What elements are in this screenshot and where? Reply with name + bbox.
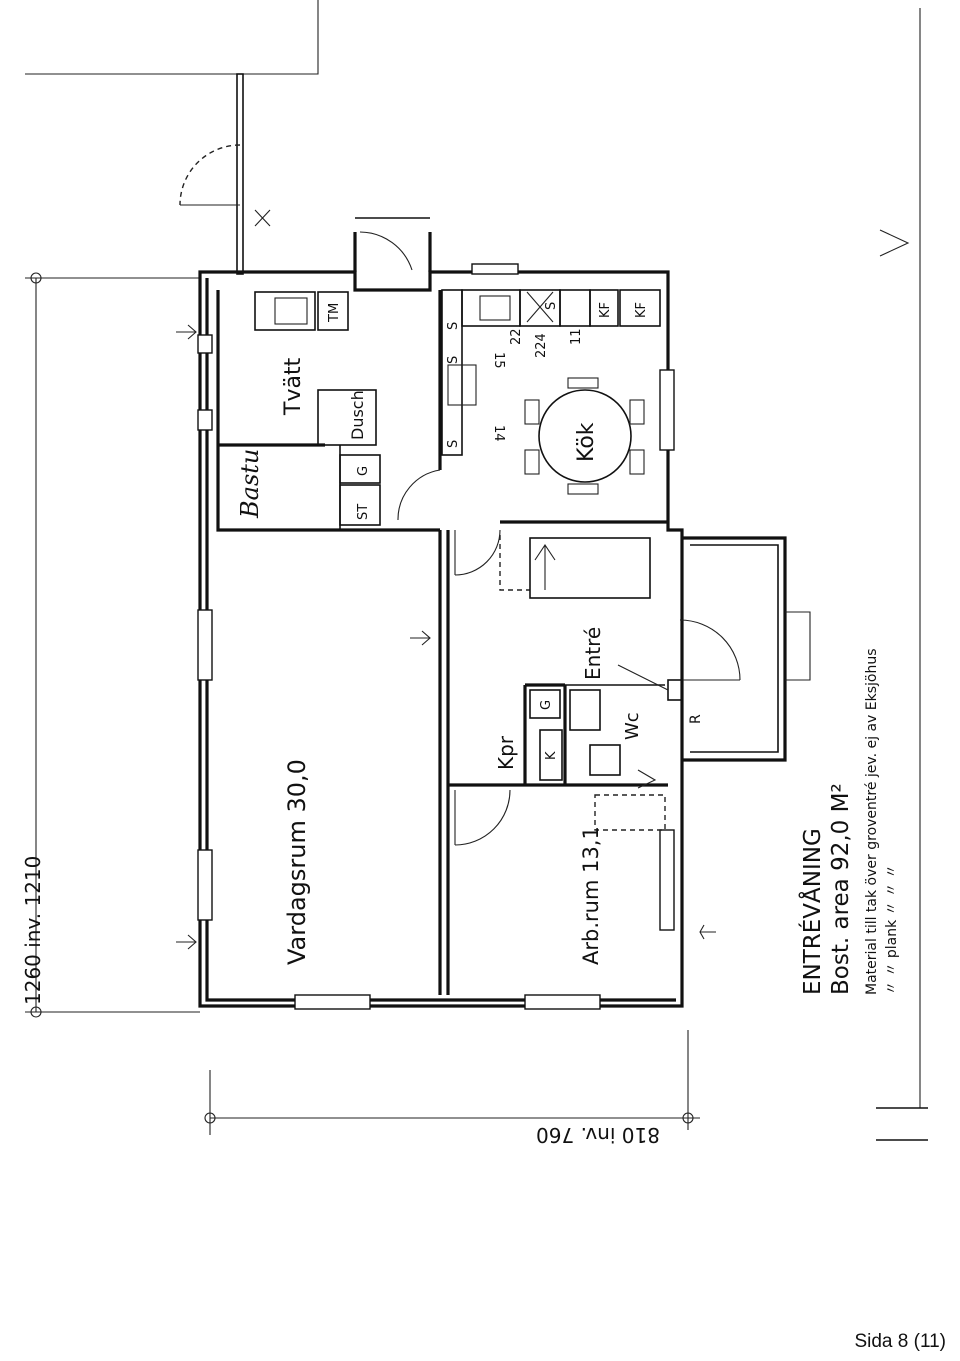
fixture-r: R	[688, 714, 704, 724]
fixture-k: K	[544, 751, 559, 760]
caption-block: ENTRÉVÅNING Bost. area 92,0 M² Material …	[798, 648, 900, 995]
kitchen-cabinets	[441, 289, 661, 456]
fixture-s1: S	[446, 322, 461, 330]
room-label-kok: Kök	[574, 422, 599, 462]
dimension-horizontal: 810 inv. 760	[536, 1123, 660, 1147]
room-label-vardagsrum: Vardagsrum 30,0	[283, 759, 311, 965]
caption-material-2: 〃 〃 plank 〃 〃 〃	[884, 864, 900, 995]
wc-fixtures	[529, 689, 666, 831]
fixture-224: 224	[534, 333, 549, 358]
room-label-tvatt: Tvätt	[281, 357, 306, 416]
fixture-kf2: KF	[634, 302, 649, 318]
fixture-11: 11	[569, 328, 584, 345]
site-boundary	[25, 0, 928, 1141]
caption-title: ENTRÉVÅNING	[798, 828, 826, 995]
room-label-arbrum: Arb.rum 13,1	[579, 826, 603, 965]
fixture-g1: G	[356, 466, 371, 476]
page-number: Sida 8 (11)	[854, 1331, 946, 1352]
fixture-s4: S	[544, 302, 559, 310]
dimension-lines	[25, 272, 700, 1135]
fixture-kf1: KF	[598, 302, 613, 318]
doors	[397, 469, 669, 846]
fixture-14: 14	[491, 425, 506, 442]
fixture-labels: TM ST G G K R KF KF S S S S 22 224 11 15…	[327, 302, 704, 760]
dining-table	[524, 377, 645, 495]
bath-fixtures	[254, 291, 381, 530]
hall-wardrobe	[529, 537, 651, 599]
fixture-s2: S	[446, 356, 461, 364]
interior-walls	[216, 290, 668, 995]
caption-area: Bost. area 92,0 M²	[828, 783, 854, 995]
windows	[197, 263, 675, 1010]
outer-walls	[198, 217, 684, 1008]
fixture-15: 15	[491, 352, 506, 369]
caption-material-1: Material till tak över groventré jev. ej…	[864, 648, 880, 995]
room-label-entre: Entré	[581, 627, 605, 680]
room-label-bastu: Bastu	[236, 449, 264, 519]
room-label-wc: Wc	[622, 712, 643, 740]
room-labels: Tvätt Dusch Kök Vardagsrum 30,0 Arb.rum …	[236, 357, 643, 965]
room-label-dusch: Dusch	[348, 390, 367, 440]
room-label-kpr: Kpr	[494, 735, 518, 770]
fixture-s3: S	[446, 440, 461, 448]
fixture-st: ST	[356, 504, 371, 520]
fixture-22: 22	[509, 328, 524, 345]
fixture-tm: TM	[327, 303, 342, 323]
fence	[179, 73, 271, 275]
porch	[667, 536, 811, 762]
dimension-vertical: 1260 inv. 1210	[21, 856, 45, 1005]
fixture-g2: G	[539, 700, 554, 710]
markers	[176, 324, 716, 950]
